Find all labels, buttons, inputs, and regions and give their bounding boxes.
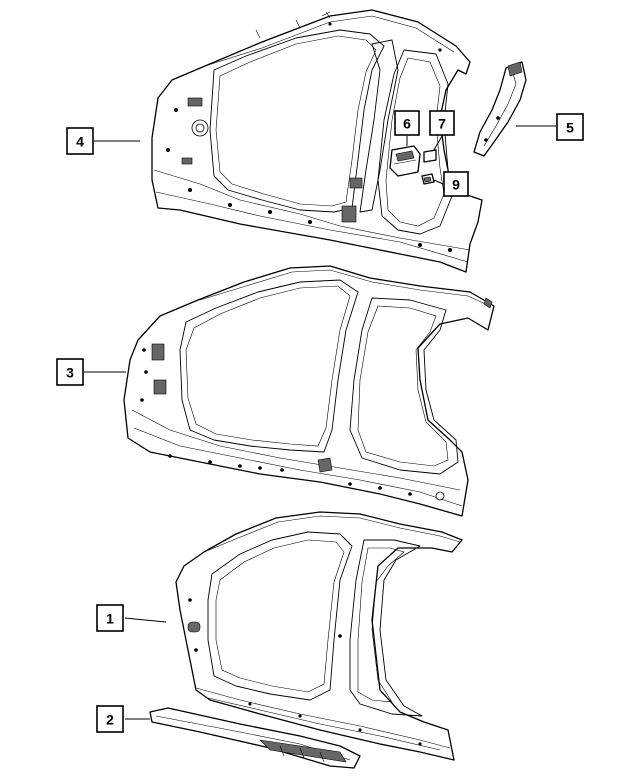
- callout-label-4: 4: [76, 134, 84, 150]
- callout-label-9: 9: [452, 177, 460, 193]
- leader-line-9: [433, 179, 444, 185]
- callout-2[interactable]: 2: [96, 705, 150, 733]
- part-9-clip[interactable]: [421, 173, 435, 185]
- leader-line-7: [433, 135, 443, 151]
- callout-label-3: 3: [66, 365, 74, 381]
- callout-box-1: [96, 604, 124, 632]
- callout-box-3: [56, 358, 84, 386]
- callout-box-9: [443, 171, 469, 197]
- callout-label-1: 1: [106, 611, 114, 627]
- part-3-body-side-panel[interactable]: [123, 265, 495, 517]
- callout-9[interactable]: 9: [433, 171, 469, 197]
- part-4-inner-body-side-panel[interactable]: [151, 9, 483, 273]
- part-7-plug[interactable]: [423, 149, 437, 163]
- callout-label-5: 5: [566, 120, 574, 136]
- callout-5[interactable]: 5: [516, 113, 584, 141]
- callout-6[interactable]: 6: [394, 110, 420, 146]
- callout-box-4: [66, 127, 94, 155]
- callout-1[interactable]: 1: [96, 604, 167, 632]
- part-2-sill-reinforcement[interactable]: [149, 707, 361, 769]
- callout-box-6: [394, 110, 420, 136]
- callout-label-7: 7: [438, 116, 446, 132]
- callout-7[interactable]: 7: [429, 110, 455, 151]
- callout-box-7: [429, 110, 455, 136]
- part-5-reinforcement[interactable]: [473, 61, 527, 157]
- leader-line-1: [124, 617, 167, 623]
- callout-3[interactable]: 3: [56, 358, 126, 386]
- callout-label-2: 2: [106, 712, 114, 728]
- callout-4[interactable]: 4: [66, 127, 140, 155]
- callout-box-5: [556, 113, 584, 141]
- part-6-bracket[interactable]: [389, 145, 421, 177]
- callout-label-6: 6: [403, 116, 411, 132]
- callout-box-2: [96, 705, 124, 733]
- part-1-outer-body-side-panel[interactable]: [175, 511, 463, 761]
